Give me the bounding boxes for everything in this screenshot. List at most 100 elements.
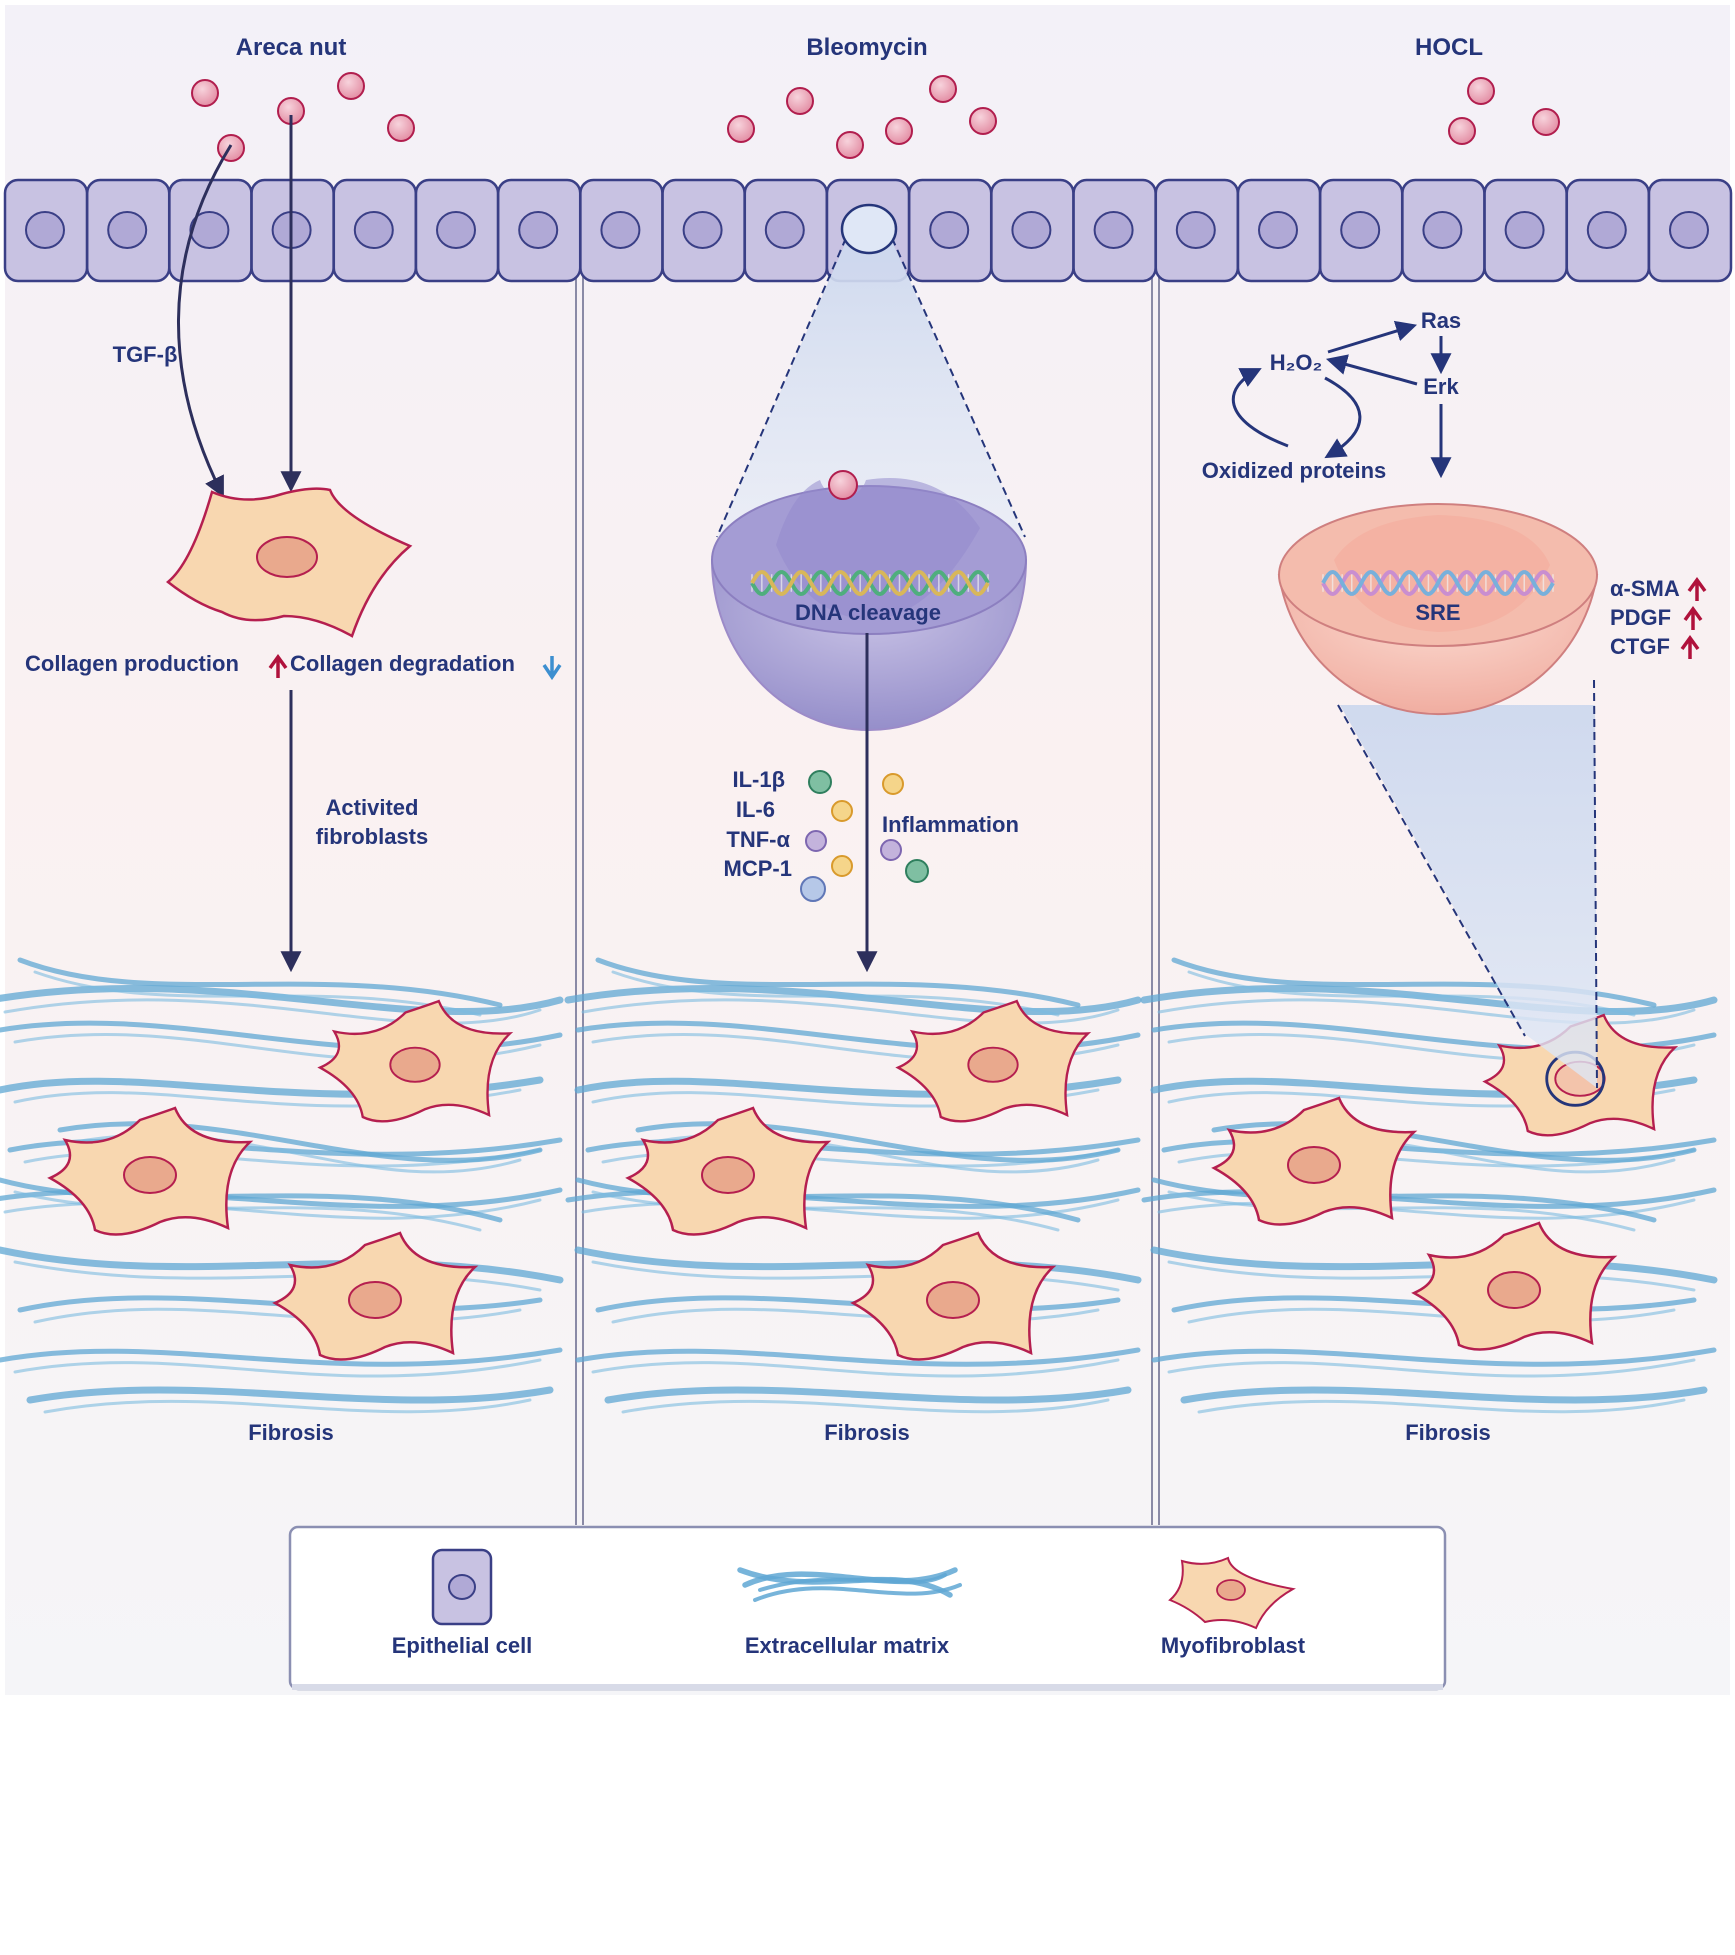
particle xyxy=(727,115,755,143)
epithelial-cell xyxy=(907,178,993,283)
ecm-fiber xyxy=(33,970,482,1017)
ecm-fiber xyxy=(604,1386,1132,1404)
epithelial-nucleus xyxy=(353,211,394,249)
panel-bleomycin: Bleomycin DNA cleavage IL-1β IL-6 TNF-α … xyxy=(710,34,1028,1445)
ecm-fiber xyxy=(1167,1190,1636,1232)
bleomycin-title: Bleomycin xyxy=(806,34,927,61)
collagen-degradation-label: Collagen degradation xyxy=(290,651,515,676)
ecm-fiber xyxy=(575,1177,1081,1223)
particle xyxy=(929,75,957,103)
particle xyxy=(387,114,415,142)
ecm-fiber xyxy=(57,1121,543,1163)
epithelial-nucleus xyxy=(600,211,641,249)
epithelial-cell xyxy=(743,178,829,283)
ras-label: Ras xyxy=(1421,308,1461,333)
ecm-fiber xyxy=(1187,1307,1676,1324)
ecm-fiber-group xyxy=(0,957,564,1414)
ecm-fiber xyxy=(13,1358,542,1378)
down-arrow-icon xyxy=(542,656,562,681)
epithelial-cell xyxy=(1647,178,1733,283)
sre-zoom-cone xyxy=(1340,705,1597,1088)
erk-label: Erk xyxy=(1423,374,1459,399)
inflammation-label: Inflammation xyxy=(882,812,1019,837)
myofibroblast xyxy=(317,999,514,1123)
epithelial-nucleus xyxy=(1669,211,1709,249)
cytokine-3: TNF-α xyxy=(726,827,790,852)
epithelial-cell xyxy=(990,178,1075,283)
up-arrow-icon xyxy=(268,654,288,678)
ecm-fiber xyxy=(43,1398,532,1414)
epithelial-cell xyxy=(168,178,253,283)
ecm-fiber xyxy=(0,1347,563,1367)
ecm-fiber xyxy=(591,1190,1060,1232)
ecm-fiber xyxy=(0,984,564,1016)
dna-helix xyxy=(750,569,990,597)
dna-cleavage-label: DNA cleavage xyxy=(795,600,941,625)
myofibroblast-nucleus xyxy=(1487,1271,1541,1309)
myofibroblast xyxy=(272,1231,479,1361)
ecm-fiber xyxy=(581,998,1120,1025)
signaling-arrows xyxy=(1231,320,1452,479)
ecm-fiber xyxy=(1167,1358,1696,1378)
ecm-fiber xyxy=(26,1386,554,1404)
myofibroblast-nucleus xyxy=(348,1281,402,1319)
legend-box: Epithelial cell Extracellular matrix Myo… xyxy=(288,1525,1447,1691)
myofibroblast-nucleus xyxy=(1287,1146,1341,1184)
epithelial-cell xyxy=(1236,178,1322,283)
ecm-fiber xyxy=(3,998,542,1025)
epithelial-cell xyxy=(1072,178,1157,283)
ecm-fiber xyxy=(591,1358,1120,1378)
myofibroblast-nucleus xyxy=(701,1156,755,1194)
epithelial-cell xyxy=(1401,178,1486,283)
fibroblast-cell xyxy=(166,487,413,638)
epithelial-nucleus xyxy=(107,211,148,249)
epithelial-nucleus xyxy=(25,211,65,249)
panel-areca-nut: Areca nut TGF-β Collagen production Coll… xyxy=(25,34,562,1445)
epithelial-cell xyxy=(496,178,582,283)
ecm-fiber xyxy=(611,970,1060,1017)
epithelial-cell xyxy=(579,178,664,283)
cytokine-2: IL-6 xyxy=(736,797,775,822)
cytokine-1: IL-1β xyxy=(732,767,785,792)
zoom-cone xyxy=(717,237,1025,537)
myofibroblast xyxy=(625,1106,832,1236)
legend-epithelial-label: Epithelial cell xyxy=(392,1633,533,1658)
myofibroblast-nucleus xyxy=(389,1046,441,1083)
ecm-fiber xyxy=(1171,1295,1697,1313)
epithelial-nucleus xyxy=(1586,211,1627,249)
panel-dividers xyxy=(575,270,1160,1525)
extracellular-matrix-fields xyxy=(0,957,1718,1414)
epithelial-cell xyxy=(1154,178,1240,283)
activated-line2: fibroblasts xyxy=(316,824,428,849)
epithelial-nucleus xyxy=(518,211,559,249)
collagen-production-label: Collagen production xyxy=(25,651,239,676)
ecm-fiber xyxy=(1180,1386,1708,1404)
ecm-fiber xyxy=(758,1573,947,1592)
ecm-fiber xyxy=(1151,1177,1657,1223)
ecm-fiber xyxy=(621,1398,1110,1414)
epithelial-cell xyxy=(661,178,746,283)
epithelial-nucleus xyxy=(1258,211,1298,249)
legend-ecm-icon xyxy=(737,1567,962,1602)
epithelial-layer xyxy=(3,178,1733,283)
ecm-fiber xyxy=(17,957,503,1008)
oxidized-proteins-label: Oxidized proteins xyxy=(1202,458,1387,483)
ecm-fiber xyxy=(0,1177,503,1223)
ecm-fiber xyxy=(17,1295,543,1313)
ecm-fiber xyxy=(1197,1398,1686,1414)
ecm-fiber xyxy=(1150,1246,1718,1284)
particle xyxy=(1467,77,1495,105)
drug-particles xyxy=(191,72,1560,162)
epithelial-cell xyxy=(1318,178,1404,283)
particle xyxy=(337,72,365,100)
epithelial-nucleus xyxy=(929,211,970,249)
epithelial-nucleus xyxy=(1011,211,1052,249)
areca-title: Areca nut xyxy=(236,34,347,61)
ecm-fiber xyxy=(595,1295,1121,1313)
ecm-fiber xyxy=(635,1121,1121,1163)
ecm-fiber xyxy=(1157,998,1696,1025)
legend-myofibroblast-icon xyxy=(1168,1556,1296,1630)
sre-dna-helix xyxy=(1321,569,1555,597)
marker-2: PDGF xyxy=(1610,605,1671,630)
